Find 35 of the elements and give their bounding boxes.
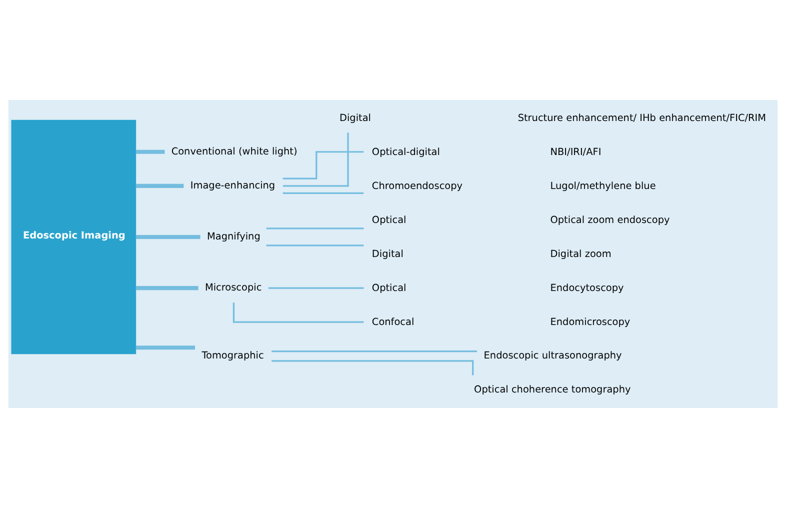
node-text: Optical choherence tomography bbox=[474, 384, 631, 396]
connector bbox=[272, 350, 478, 352]
node-box: Edoscopic Imaging bbox=[11, 119, 136, 354]
node-text: Digital bbox=[340, 112, 372, 124]
connector bbox=[136, 345, 196, 350]
node-text: Magnifying bbox=[206, 230, 260, 242]
connector bbox=[136, 149, 165, 154]
node-text: Image-enhancing bbox=[190, 180, 276, 191]
node-text: Optical-digital bbox=[372, 146, 440, 158]
node-label: NBI/IRI/AFI bbox=[550, 146, 602, 158]
node-text: Tomographic bbox=[202, 350, 264, 362]
node-label: Lugol/methylene blue bbox=[550, 180, 656, 192]
connector bbox=[136, 234, 200, 238]
node-label: Digital zoom bbox=[550, 248, 612, 260]
connector bbox=[136, 286, 198, 290]
node-text: Chromoendoscopy bbox=[372, 180, 463, 192]
node-text: Digital bbox=[372, 248, 404, 260]
connector bbox=[266, 227, 364, 229]
node-text: Microscopic bbox=[204, 282, 262, 294]
connector bbox=[136, 183, 184, 188]
connector bbox=[268, 286, 364, 288]
node-text: Endoscopic ultrasonography bbox=[484, 350, 622, 362]
connector bbox=[282, 132, 349, 186]
connector bbox=[282, 150, 364, 179]
connector bbox=[282, 192, 364, 194]
node-label: Endomicroscopy bbox=[550, 316, 630, 328]
node-label: Optical zoom endoscopy bbox=[550, 214, 670, 226]
node-text: Optical bbox=[372, 214, 406, 226]
node-label: Structure enhancement/ IHb enhancement/FIC/RIM bbox=[518, 112, 766, 124]
connector bbox=[232, 302, 364, 322]
node-text: Optical bbox=[372, 282, 406, 294]
node-text: Confocal bbox=[372, 316, 414, 328]
connector bbox=[266, 244, 364, 246]
node-label: Endocytoscopy bbox=[550, 282, 624, 294]
node-text: Conventional (white light) bbox=[171, 146, 298, 157]
